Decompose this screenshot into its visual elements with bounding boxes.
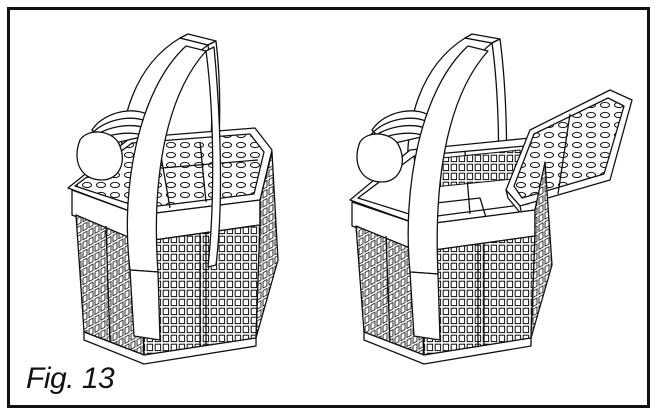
figure-frame: Fig. 13 [7, 7, 650, 408]
cutlery-basket-lid-open [349, 33, 633, 365]
illustration [67, 33, 633, 365]
figure-caption: Fig. 13 [26, 362, 115, 395]
cutlery-basket-lid-closed [67, 33, 279, 365]
